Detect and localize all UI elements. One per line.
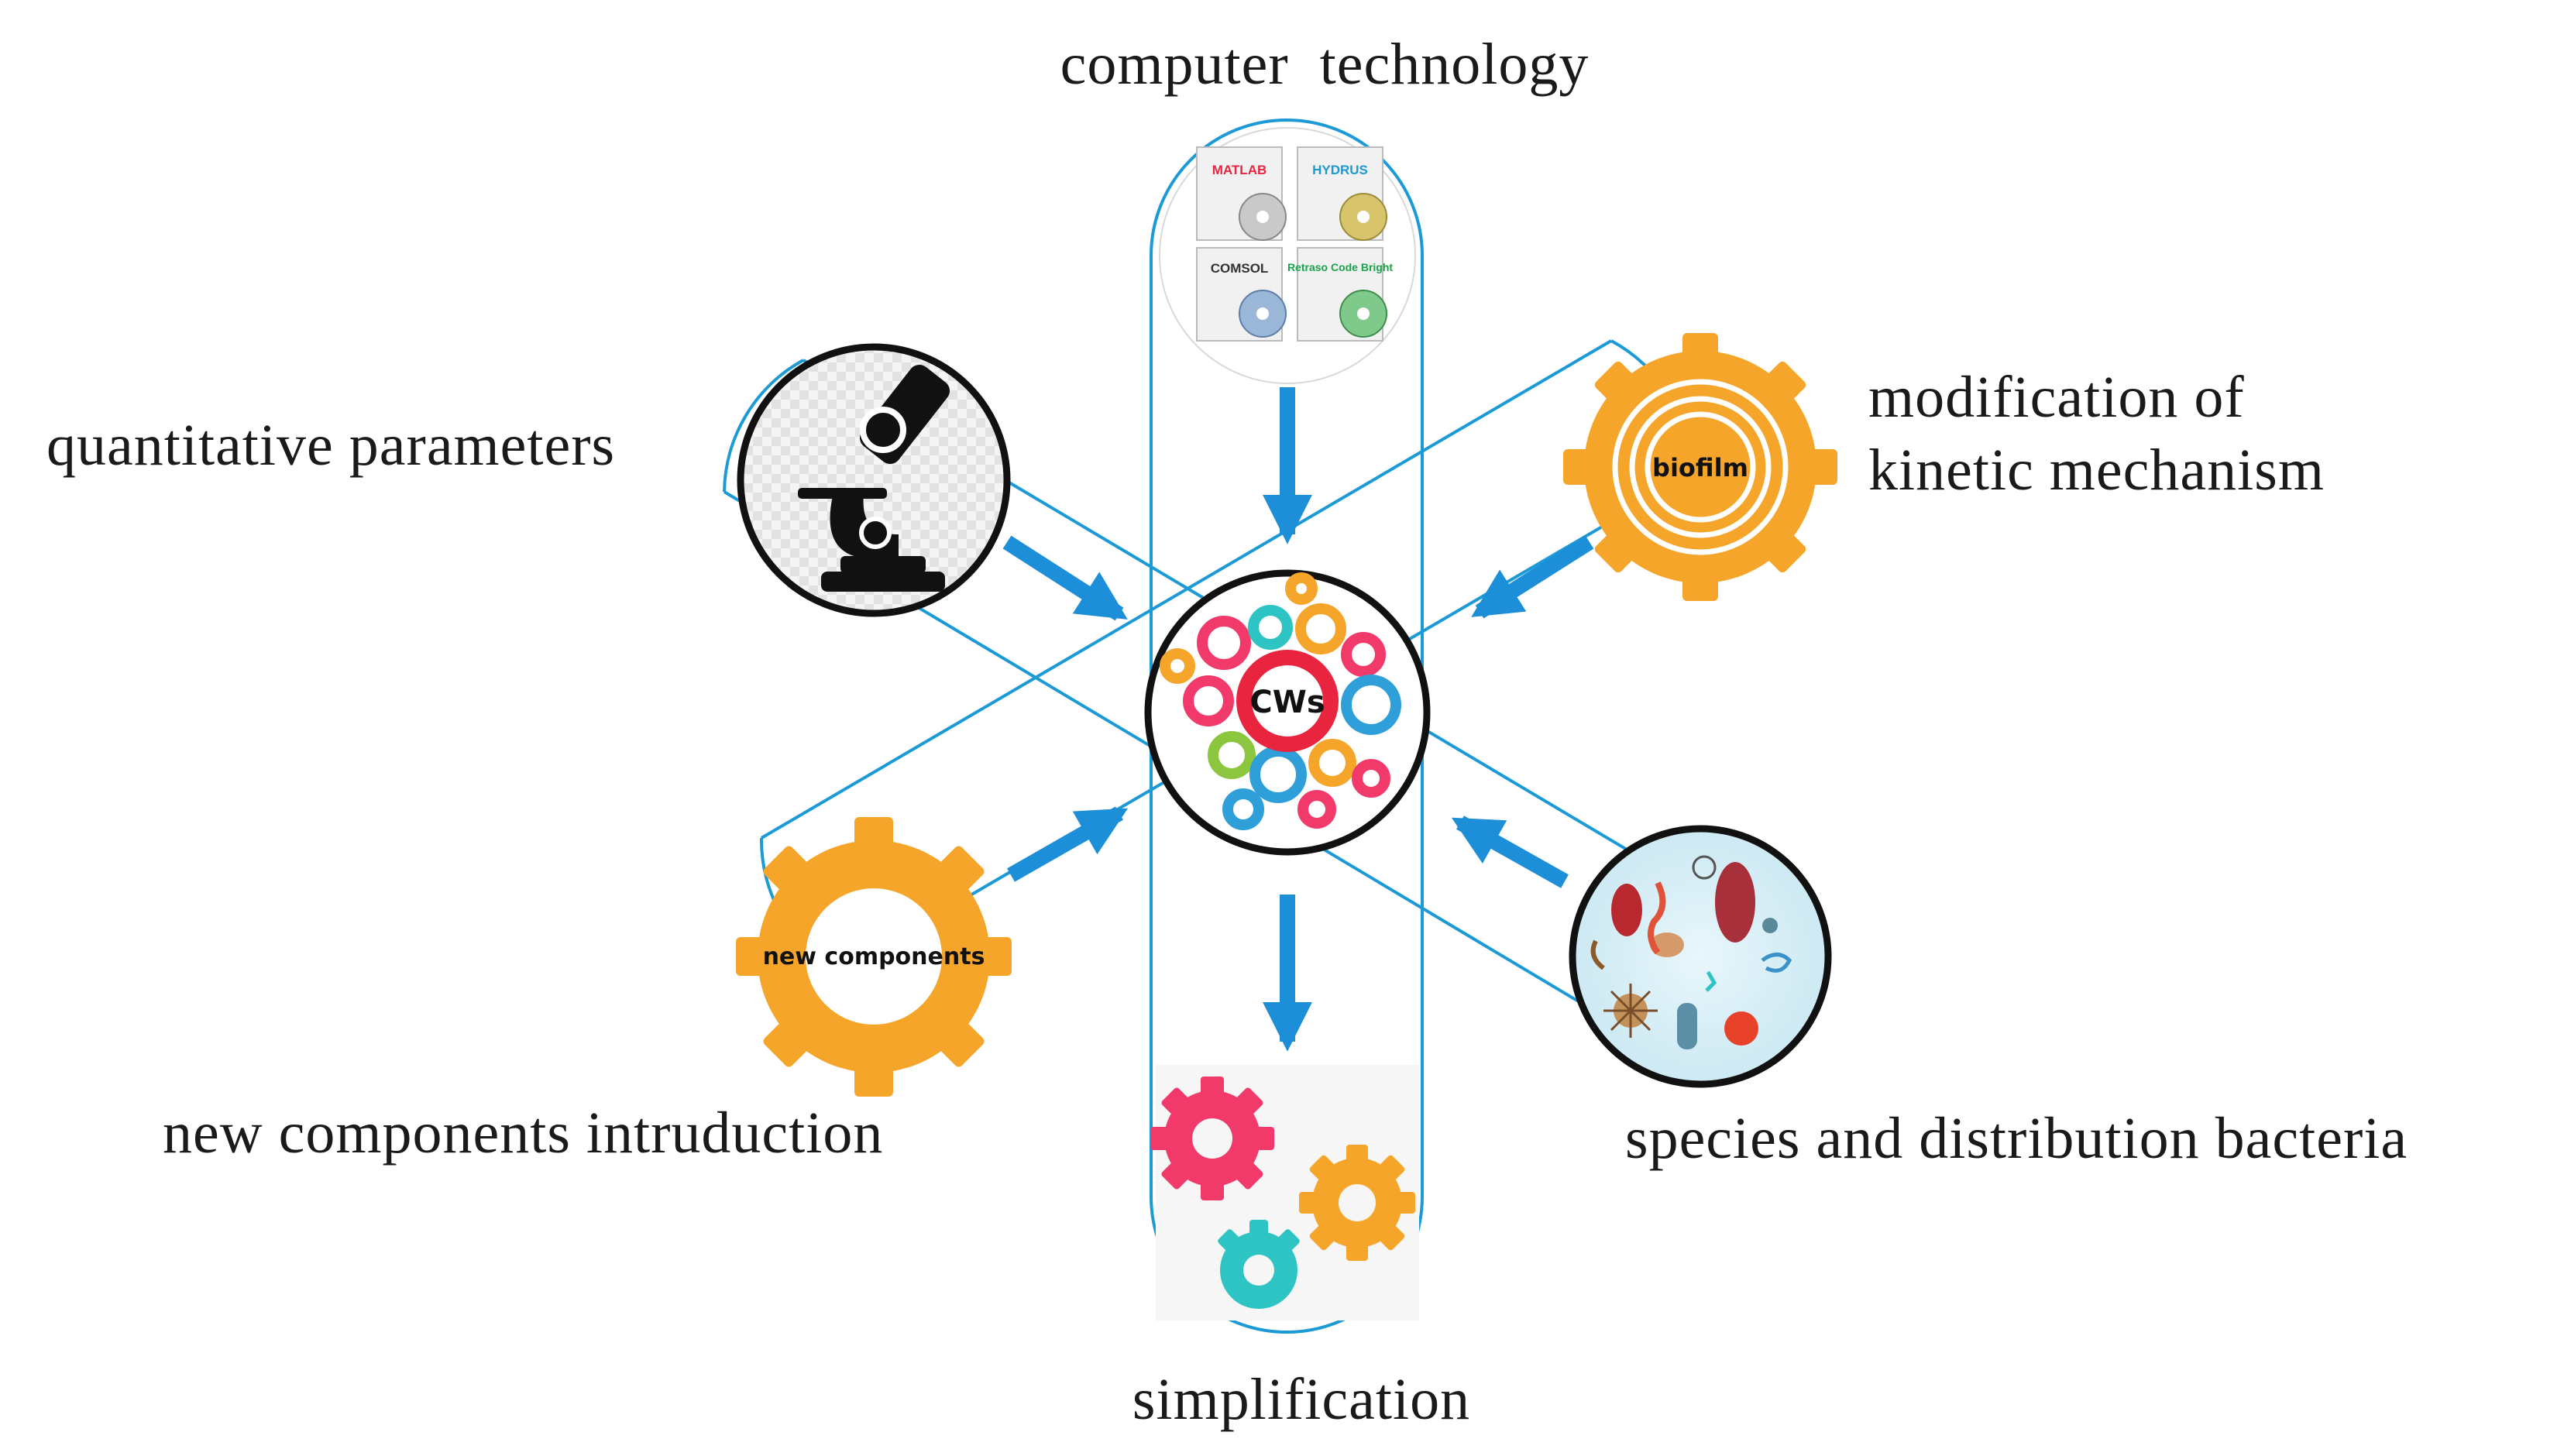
arrow-top-left [1002, 535, 1128, 621]
label-kinetic-mechanism: kinetic mechanism [1868, 438, 2325, 503]
center-label: CWs [1249, 685, 1325, 720]
diagonal-capsule-a-end-left [723, 359, 804, 493]
software-box-4: Retraso Code Bright [1287, 247, 1393, 342]
label-species-distribution-bacteria: species and distribution bacteria [1625, 1106, 2408, 1171]
bacteria-icon [1569, 825, 1832, 1088]
arrow-bottom-left [1007, 806, 1129, 882]
cws-gears-icon [1160, 572, 1401, 830]
software-box-1: MATLAB [1196, 146, 1287, 241]
label-computer-technology: computer technology [1060, 32, 1590, 97]
software-box-4-label: Retraso Code Bright [1287, 261, 1393, 273]
software-box-2: HYDRUS [1297, 146, 1387, 241]
arrow-top-right [1471, 535, 1594, 619]
label-simplification: simplification [1132, 1367, 1470, 1432]
label-quantitative-parameters: quantitative parameters [46, 413, 615, 478]
cws-core-gear [1236, 650, 1339, 752]
center-node: CWs [1144, 569, 1431, 856]
new-components-gear-icon: new components [736, 817, 1012, 1097]
software-box-2-label: HYDRUS [1312, 163, 1368, 177]
arrows [1002, 387, 1594, 1052]
software-box-3: COMSOL [1196, 247, 1287, 342]
label-new-components-intruduction: new components intruduction [163, 1101, 883, 1166]
label-modification-of: modification of [1868, 365, 2245, 430]
software-boxes-icon: MATLAB HYDRUS COMSOL Retraso Code Bright [1159, 127, 1416, 384]
arrow-bottom-right [1451, 816, 1569, 888]
biofilm-label: biofilm [1652, 453, 1748, 482]
software-box-1-label: MATLAB [1212, 163, 1267, 177]
colorful-gears-icon [1150, 1065, 1419, 1320]
software-box-3-label: COMSOL [1211, 261, 1269, 276]
microscope-icon [737, 343, 1011, 617]
new-components-label: new components [763, 943, 985, 970]
biofilm-gear-icon: biofilm [1563, 333, 1837, 601]
